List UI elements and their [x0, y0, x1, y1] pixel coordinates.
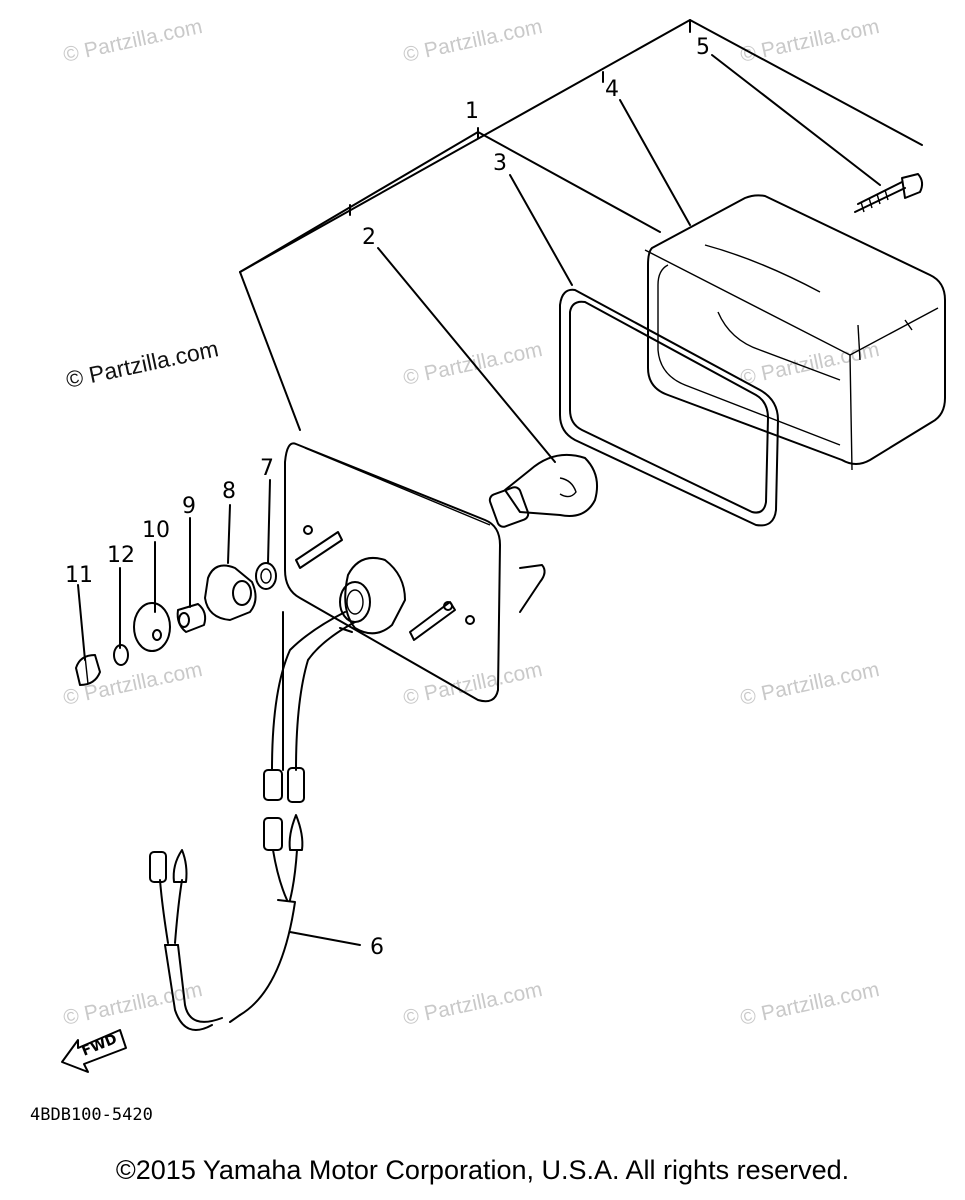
watermark: © Partzilla.com: [738, 978, 881, 1030]
lock-washer-12: [113, 644, 129, 666]
wire-harness: [149, 611, 356, 1031]
watermark: © Partzilla.com: [401, 658, 544, 710]
grommet-8: [204, 564, 257, 621]
copyright-notice: ©2015 Yamaha Motor Corporation, U.S.A. A…: [115, 1155, 850, 1185]
callout-10: 10: [142, 518, 170, 543]
callout-11: 11: [65, 563, 93, 588]
nut-11: [75, 654, 101, 686]
forward-arrow-icon: FWD: [61, 1029, 127, 1073]
bulb: [488, 454, 598, 528]
callout-7: 7: [260, 456, 274, 481]
tail-lens: [644, 194, 946, 471]
screw: [854, 173, 924, 213]
watermark: © Partzilla.com: [401, 978, 544, 1030]
callout-8: 8: [222, 479, 236, 504]
callout-1: 1: [465, 99, 479, 124]
watermark: © Partzilla.com: [401, 15, 544, 67]
callout-3: 3: [493, 151, 507, 176]
lens-gasket: [559, 288, 779, 527]
callout-labels: 1 2 3 4 5 6 7 8 9 10 11 12: [65, 35, 710, 960]
washer-7: [255, 562, 277, 590]
collar-9: [176, 603, 207, 633]
callout-6: 6: [370, 935, 384, 960]
watermark: © Partzilla.com: [738, 15, 881, 67]
callout-5: 5: [696, 35, 710, 60]
tail-light-base: [284, 442, 546, 703]
watermark: © Partzilla.com: [61, 15, 204, 67]
watermark: © Partzilla.com: [64, 335, 221, 393]
fwd-label: FWD: [80, 1031, 120, 1060]
callout-12: 12: [107, 543, 135, 568]
callout-2: 2: [362, 225, 376, 250]
leader-lines: [77, 19, 923, 946]
washer-10: [133, 602, 171, 652]
watermarks: © Partzilla.com © Partzilla.com © Partzi…: [61, 15, 881, 1030]
watermark: © Partzilla.com: [738, 658, 881, 710]
diagram-part-code: 4BDB100-5420: [30, 1105, 153, 1125]
small-parts: [75, 562, 277, 686]
watermark: © Partzilla.com: [738, 338, 881, 390]
callout-9: 9: [182, 494, 196, 519]
callout-4: 4: [605, 77, 619, 102]
